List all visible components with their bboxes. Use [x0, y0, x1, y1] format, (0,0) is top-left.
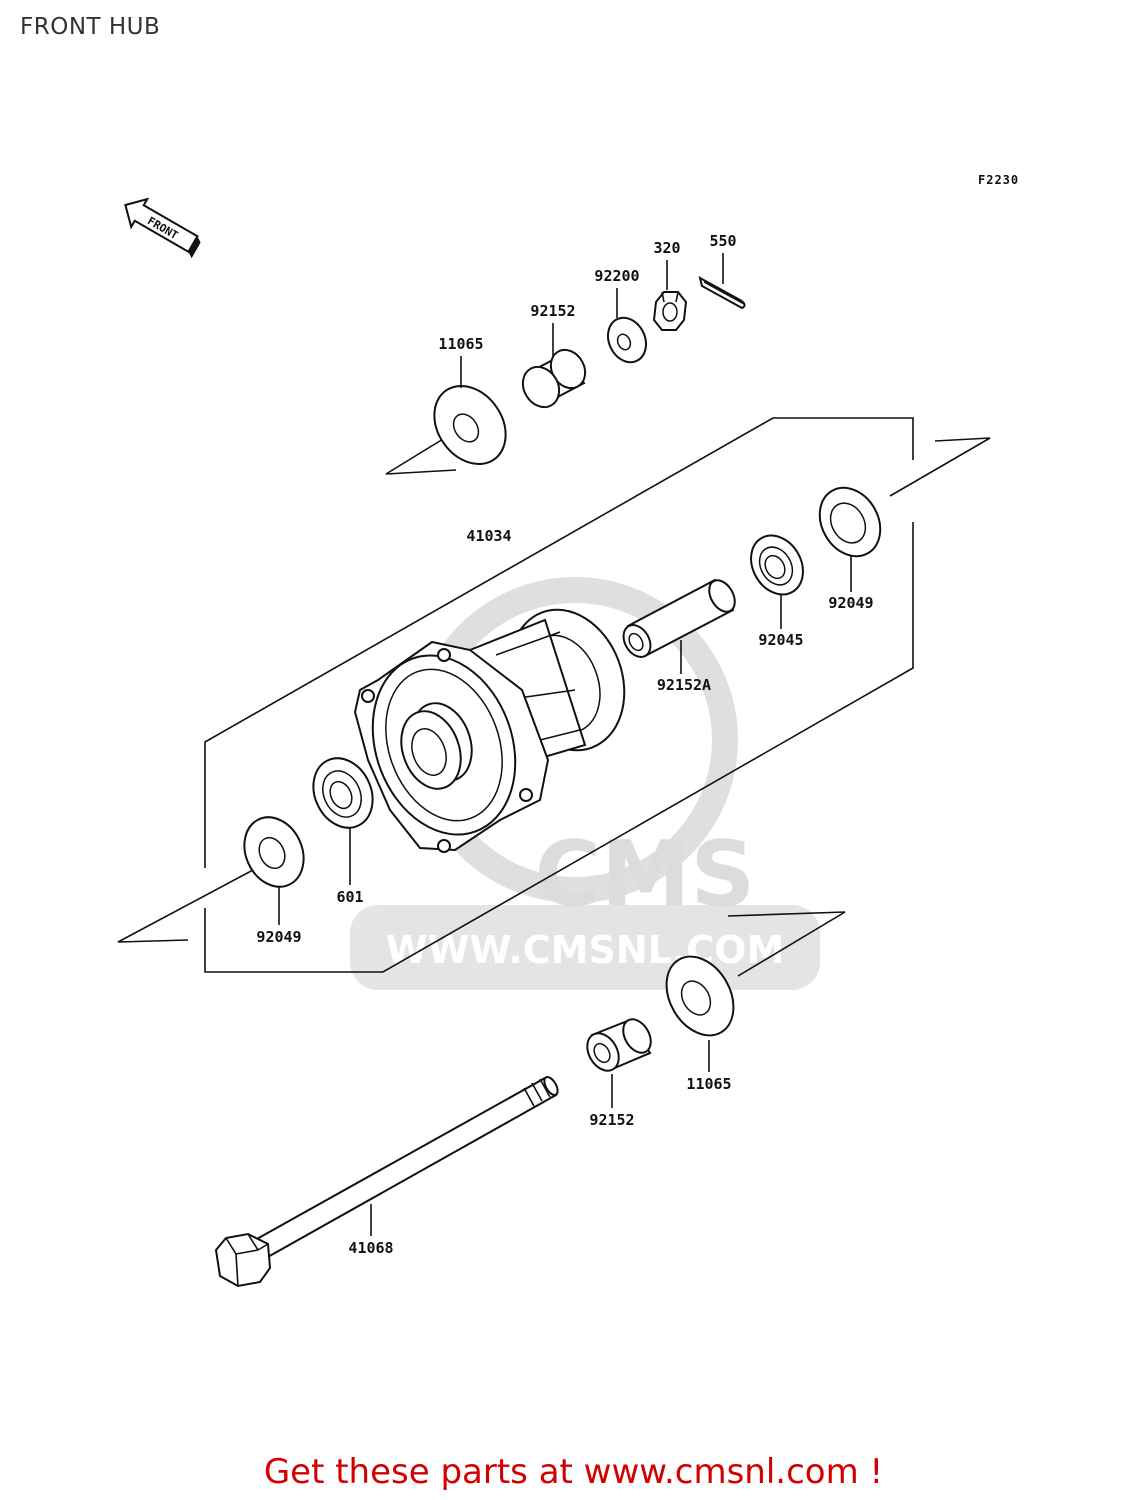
label-601: 601	[336, 888, 363, 906]
label-320: 320	[653, 239, 680, 257]
part-92152-collar-bottom[interactable]: 92152	[581, 1014, 657, 1129]
figure-code: F2230	[978, 173, 1019, 187]
assembly-frame	[117, 417, 991, 977]
part-92045-bearing[interactable]: 92045	[741, 526, 814, 649]
label-92152-top: 92152	[530, 302, 575, 320]
label-11065-bottom: 11065	[686, 1075, 731, 1093]
label-41068: 41068	[348, 1239, 393, 1257]
part-92049-seal-left[interactable]: 92049	[233, 808, 314, 946]
label-92049-right: 92049	[828, 594, 873, 612]
part-41068-axle[interactable]: 41068	[214, 1075, 560, 1288]
part-320-castle-nut[interactable]: 320	[652, 239, 688, 331]
label-92152-bottom: 92152	[589, 1111, 634, 1129]
part-92152A-spacer[interactable]: 92152A	[618, 576, 740, 694]
label-550: 550	[709, 232, 736, 250]
label-92045: 92045	[758, 631, 803, 649]
part-92049-seal-right[interactable]: 92049	[808, 477, 892, 612]
watermark-brand: CMS	[535, 822, 755, 927]
part-601-bearing[interactable]: 601	[302, 749, 383, 906]
footer-parts-link[interactable]: Get these parts at www.cmsnl.com !	[263, 1452, 884, 1492]
label-92049-left: 92049	[256, 928, 301, 946]
part-41034-hub[interactable]: 41034	[349, 527, 644, 855]
front-arrow-icon: FRONT	[124, 197, 201, 259]
label-92152A: 92152A	[657, 676, 711, 694]
label-41034-visible: 41034	[466, 527, 511, 545]
label-11065-top: 11065	[438, 335, 483, 353]
watermark-url: WWW.CMSNL.COM	[386, 928, 785, 972]
part-92200-washer[interactable]: 92200	[594, 267, 653, 368]
page-title: FRONT HUB	[20, 14, 161, 40]
label-92200: 92200	[594, 267, 639, 285]
part-550-cotter-pin[interactable]: 550	[698, 232, 746, 310]
part-92152-collar-top[interactable]: 92152	[516, 302, 592, 414]
part-11065-seal-bottom[interactable]: 11065	[653, 945, 747, 1093]
part-11065-seal-top[interactable]: 11065	[420, 335, 521, 478]
parts-diagram: CMS WWW.CMSNL.COM F2230 FRONT 550 320	[117, 173, 1019, 1288]
